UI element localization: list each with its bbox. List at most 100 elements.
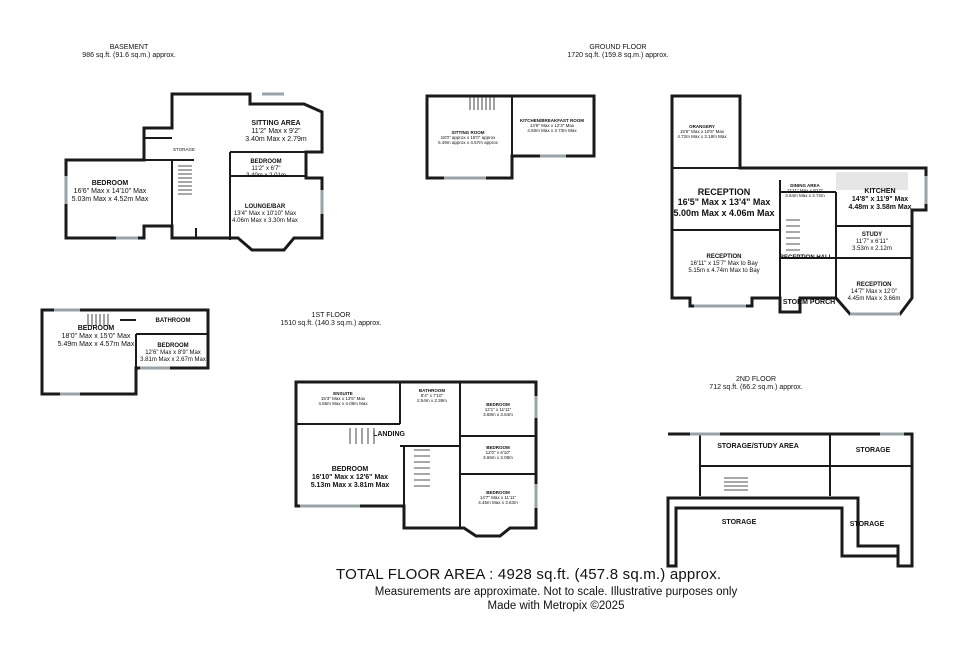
room-ground-sitting-room: SITTING ROOM 18'0" approx x 15'0" approx… [438, 130, 498, 146]
room-dim-metric: 5.00m Max x 4.06m Max [673, 207, 775, 218]
windows [54, 92, 928, 508]
room-dim-imperial: 12'6" Max x 8'9" Max [145, 349, 201, 356]
room-dim-imperial: 12'0" x 6'10" [485, 450, 511, 456]
room-dim-metric: 4.45m Max x 3.63m [478, 500, 518, 506]
room-dim-imperial: 11'7" x 6'11" [855, 238, 888, 245]
room-dim-imperial: 11'2" Max x 9'2" [251, 128, 301, 136]
room-name: ENSUITE [333, 391, 353, 396]
room-name: KITCHEN/BREAKFAST ROOM [520, 118, 584, 123]
ground-floor-area: 1720 sq.ft. (159.8 sq.m.) approx. [567, 52, 669, 60]
room-dim-metric: 4.72m Max x 3.18m Max [677, 134, 727, 140]
room-dim-metric: 3.81m Max x 2.67m Max [140, 356, 206, 363]
room-name: LOUNGE/BAR [244, 204, 286, 210]
room-ground-reception-3: RECEPTION 14'7" Max x 12'0" 4.45m Max x … [848, 282, 901, 303]
first-left-walls [40, 308, 210, 396]
stairs-lines [87, 96, 800, 491]
room-first-bedroom-b: BEDROOM 12'0" x 6'10" 3.66m x 2.08m [483, 445, 513, 461]
room-dim-metric: 5.03m Max x 4.52m Max [71, 196, 149, 204]
room-basement-storage: STORAGE [173, 147, 195, 152]
room-second-storage-3: STORAGE [850, 521, 885, 529]
room-name: STORAGE [173, 147, 195, 152]
room-dim-imperial: 14'7" Max x 12'0" [851, 288, 897, 295]
room-ground-study: STUDY 11'7" x 6'11" 3.53m x 2.12m [852, 232, 892, 253]
room-first-bedroom-a: BEDROOM 12'1" x 11'11" 3.68m x 3.64m [483, 402, 513, 418]
room-first-bedroom-large: BEDROOM 16'10" Max x 12'6" Max 5.13m Max… [311, 466, 390, 490]
room-name: ORANGERY [689, 124, 715, 129]
room-name: STUDY [861, 232, 883, 238]
room-dim-metric: 4.48m x 3.58m Max [848, 204, 912, 212]
room-dim-imperial: 16'6" Max x 14'10" Max [73, 188, 147, 196]
room-dim-metric: 3.40m Max x 2.79m [245, 136, 307, 144]
second-walls [666, 432, 914, 568]
room-ground-kitchen-breakfast: KITCHEN/BREAKFAST ROOM 14'9" Max x 12'3"… [520, 118, 584, 134]
room-ground-kitchen: KITCHEN 14'8" x 11'9" Max 4.48m x 3.58m … [848, 188, 911, 212]
room-dim-metric: 4.50m Max x 3.73m Max [527, 128, 577, 134]
room-name: SITTING ROOM [451, 130, 485, 135]
room-first-ensuite: ENSUITE 15'3" Max x 13'5" Max 4.65m Max … [318, 391, 367, 407]
room-dim-imperial: 14'9" Max x 12'3" Max [529, 123, 575, 129]
first-floor-area: 1510 sq.ft. (140.3 sq.m.) approx. [280, 320, 382, 328]
room-dim-imperial: 16'10" Max x 12'6" Max [311, 474, 389, 482]
room-name: BEDROOM [250, 159, 282, 165]
room-dim-imperial: 18'0" Max x 15'0" Max [61, 333, 131, 341]
room-dim-metric: 4.45m Max x 3.66m [847, 295, 901, 302]
basement-walls [64, 92, 324, 252]
second-floor-heading: 2ND FLOOR 712 sq.ft. (66.2 sq.m.) approx… [709, 376, 802, 392]
credit-text: Made with Metropix ©2025 [487, 600, 625, 612]
room-dim-imperial: 18'0" approx x 15'0" approx [440, 135, 496, 141]
room-name: DINING AREA [790, 183, 820, 188]
room-dim-imperial: 11'11" Max x 9'10" [786, 188, 824, 194]
room-name: RECEPTION [856, 282, 892, 288]
room-ground-dining-area: DINING AREA 11'11" Max x 9'10" 3.64m Max… [785, 183, 825, 199]
room-dim-metric: 2.54m x 2.39m [417, 398, 447, 404]
room-basement-sitting-area: SITTING AREA 11'2" Max x 9'2" 3.40m Max … [245, 120, 306, 144]
room-dim-metric: 5.49m approx x 4.57m approx [438, 140, 498, 146]
room-first-bedroom-small: BEDROOM 12'6" Max x 8'9" Max 3.81m Max x… [140, 343, 206, 364]
room-second-storage-study: STORAGE/STUDY AREA [717, 443, 799, 451]
room-dim-metric: 3.64m Max x 2.72m [785, 193, 825, 199]
basement-title: BASEMENT [109, 44, 149, 51]
ground-left-walls [425, 94, 596, 180]
room-name: BEDROOM [486, 490, 510, 495]
room-basement-bedroom-small: BEDROOM 11'2" x 6'7" 3.40m x 2.01m [246, 159, 286, 180]
ground-floor-heading: GROUND FLOOR 1720 sq.ft. (159.8 sq.m.) a… [567, 44, 668, 60]
room-name: KITCHEN [864, 188, 896, 195]
room-dim-imperial: 14'8" x 11'9" Max [851, 196, 909, 204]
room-dim-metric: 3.68m x 3.64m [483, 412, 513, 418]
first-floor-heading: 1ST FLOOR 1510 sq.ft. (140.3 sq.m.) appr… [280, 312, 381, 328]
room-dim-imperial: 16'5" Max x 13'4" Max [677, 197, 771, 208]
room-name: LANDING [373, 431, 405, 438]
room-dim-imperial: 14'7" Max x 11'11" [479, 495, 517, 501]
room-first-bedroom-main: BEDROOM 18'0" Max x 15'0" Max 5.49m Max … [58, 325, 135, 349]
room-basement-lounge-bar: LOUNGE/BAR 13'4" Max x 10'10" Max 4.06m … [232, 204, 298, 225]
second-floor-area: 712 sq.ft. (66.2 sq.m.) approx. [709, 384, 803, 392]
room-dim-imperial: 13'4" Max x 10'10" Max [233, 210, 297, 217]
room-name: STORAGE/STUDY AREA [717, 443, 799, 450]
first-floor-title: 1ST FLOOR [311, 312, 351, 319]
room-name: BEDROOM [91, 180, 129, 187]
room-name: BATHROOM [155, 318, 191, 324]
room-dim-imperial: 16'11" x 15'7" Max to Bay [690, 260, 758, 267]
room-dim-imperial: 11'2" x 6'7" [251, 165, 281, 172]
room-name: BATHROOM [418, 388, 446, 393]
room-first-bedroom-c: BEDROOM 14'7" Max x 11'11" 4.45m Max x 3… [478, 490, 518, 506]
room-ground-reception-2: RECEPTION 16'11" x 15'7" Max to Bay 5.15… [688, 254, 759, 275]
room-name: BEDROOM [486, 445, 510, 450]
second-floor-title: 2ND FLOOR [735, 376, 777, 383]
room-dim-metric: 4.65m Max x 4.09m Max [318, 401, 368, 407]
room-dim-metric: 5.49m Max x 4.57m Max [57, 341, 135, 349]
room-name: BEDROOM [157, 343, 189, 349]
room-ground-reception-hall: RECEPTION HALL [780, 255, 833, 262]
room-dim-imperial: 12'1" x 11'11" [484, 407, 512, 413]
room-name: STORAGE [721, 519, 757, 526]
room-dim-imperial: 15'3" Max x 13'5" Max [320, 396, 366, 402]
ground-floor-title: GROUND FLOOR [589, 44, 647, 51]
room-ground-orangery: ORANGERY 15'6" Max x 10'5" Max 4.72m Max… [677, 124, 726, 140]
room-dim-imperial: 15'6" Max x 10'5" Max [679, 129, 725, 135]
first-main-walls [294, 380, 538, 538]
basement-area: 986 sq.ft. (91.6 sq.m.) approx. [82, 52, 176, 60]
room-dim-metric: 3.40m x 2.01m [246, 172, 286, 179]
room-name: STORM PORCH [782, 299, 836, 306]
